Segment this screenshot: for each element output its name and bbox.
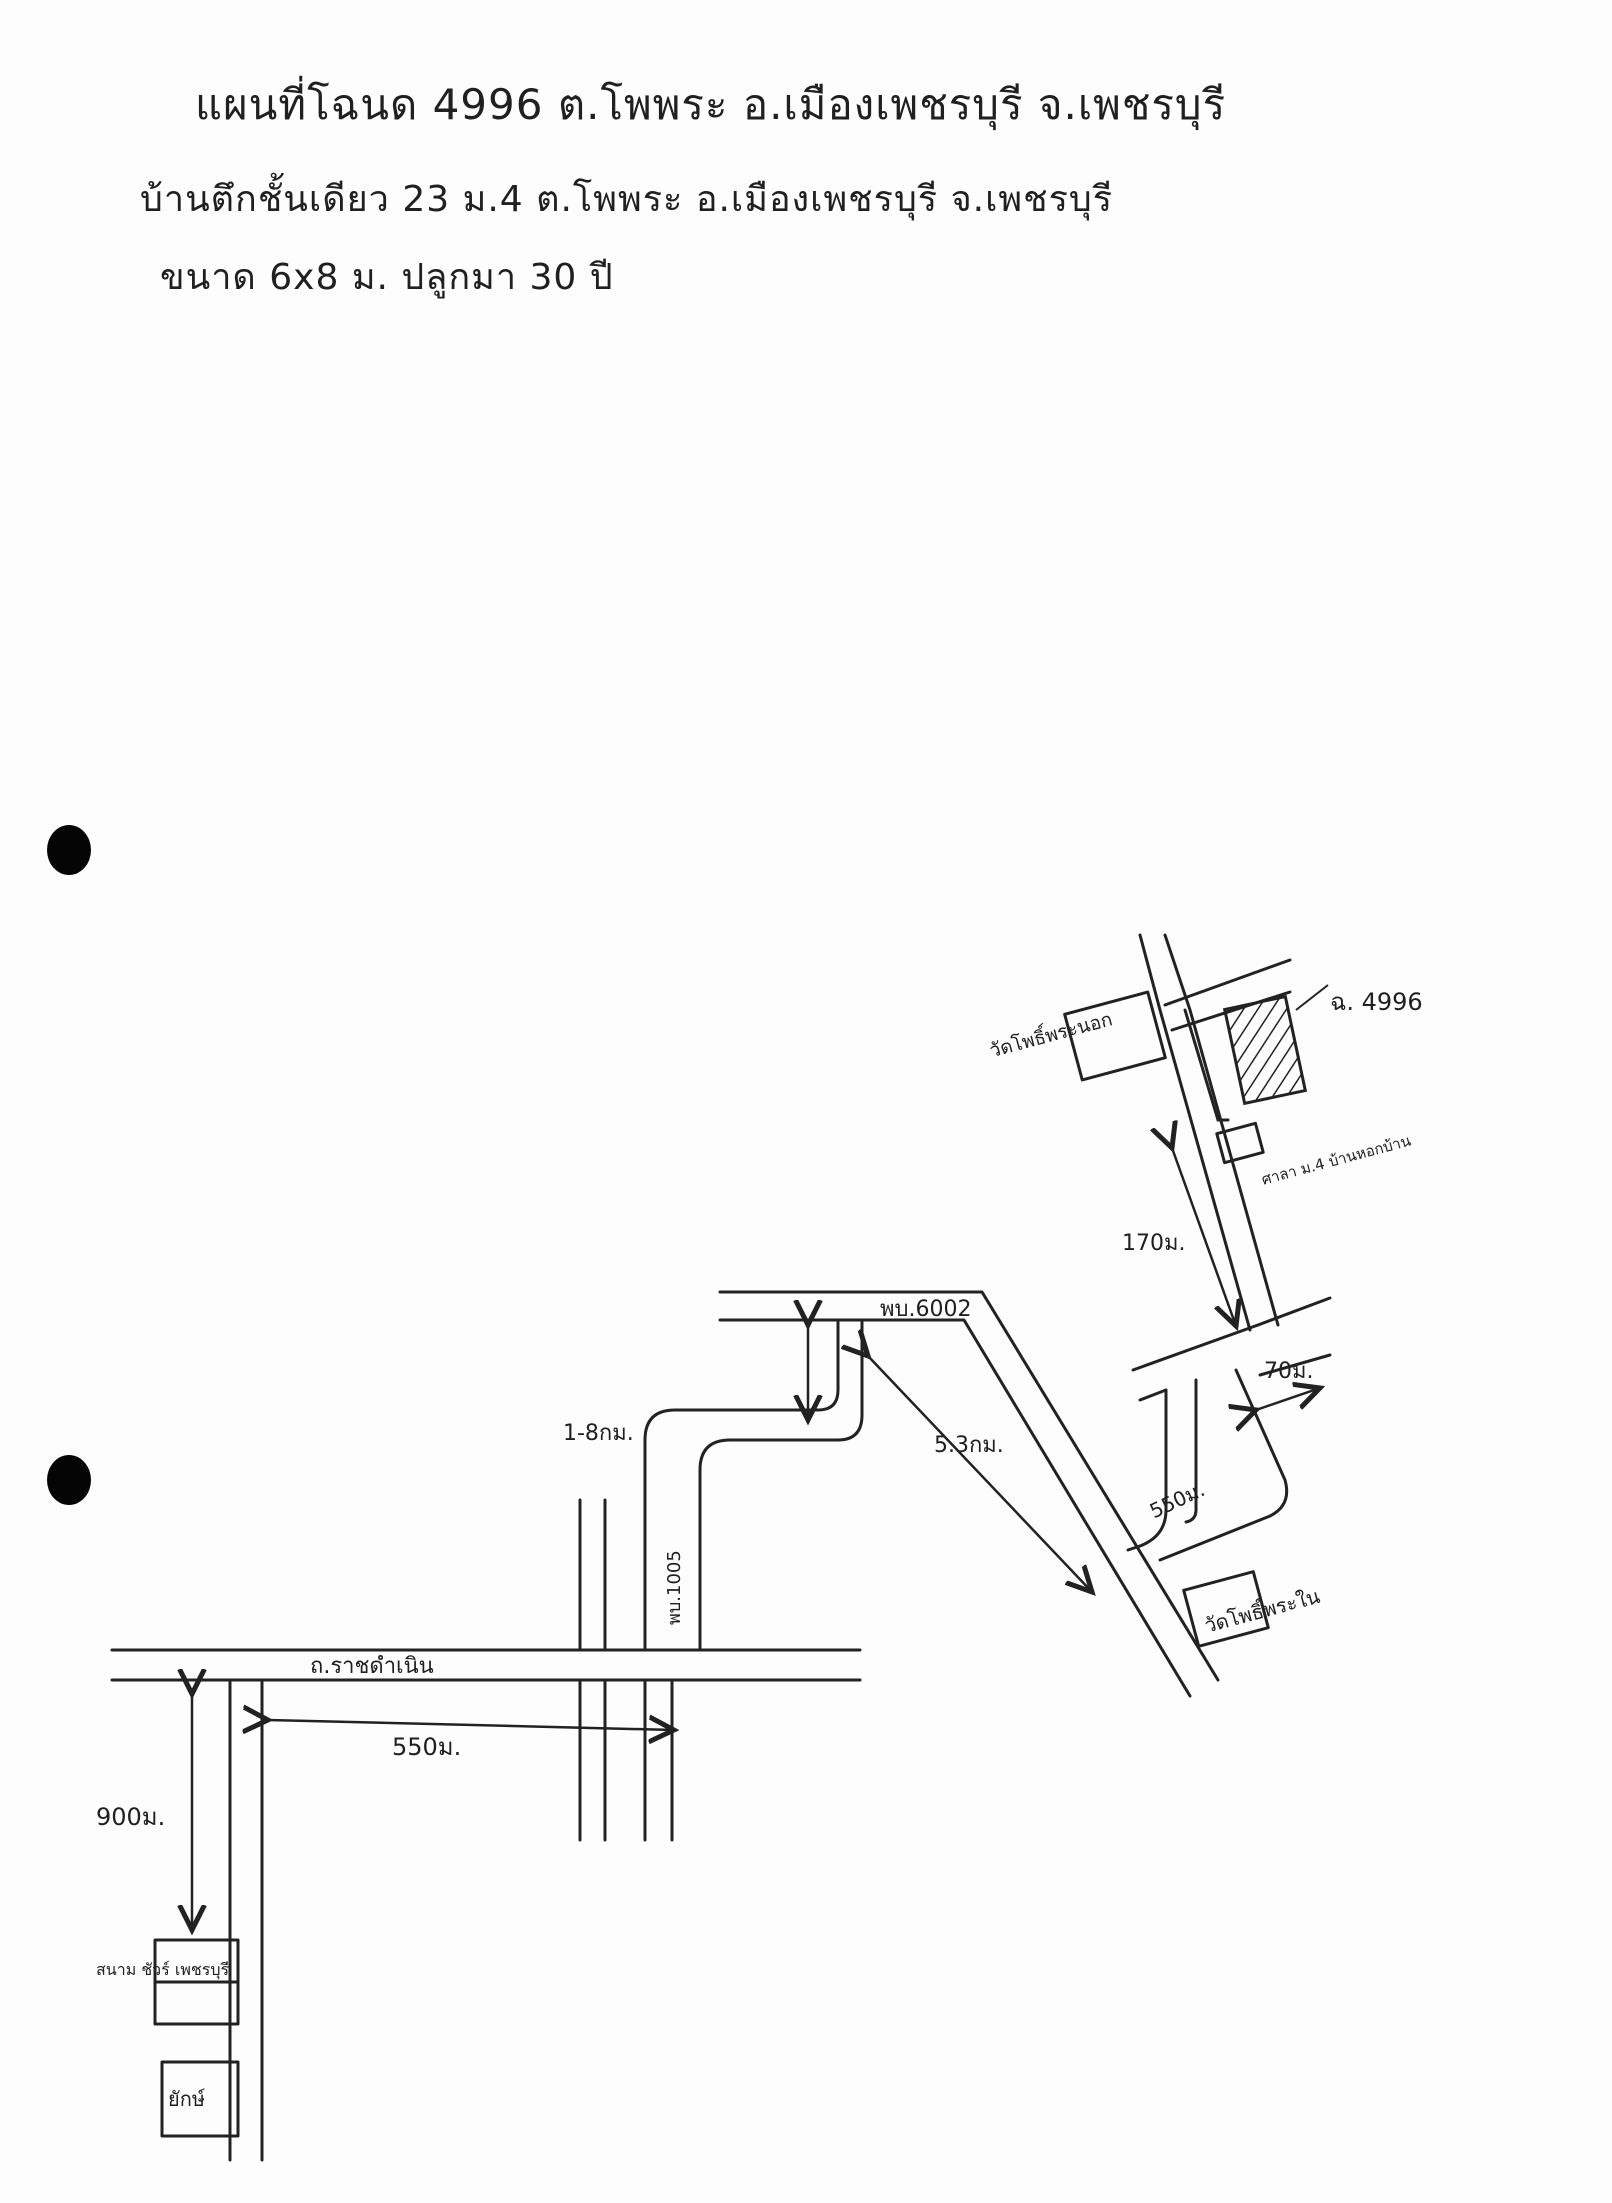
temple-north-label: วัดโพธิ์พระนอก <box>986 1004 1115 1062</box>
branch-road-south-stub-a <box>1138 1388 1168 1402</box>
north-side-lane-a <box>1163 958 1292 1007</box>
dist-70-arrow <box>1256 1388 1320 1410</box>
dist-170-arrow <box>1172 1148 1236 1326</box>
dist-550-main-arrow <box>268 1720 674 1730</box>
deed-label-leader <box>1295 984 1329 1011</box>
branch-road-inner-east <box>1158 1368 1289 1562</box>
dist-53km-label: 5.3กม. <box>934 1433 1004 1458</box>
park-box-b <box>153 1980 240 2026</box>
header-house-size: ขนาด 6x8 ม. ปลูกมา 30 ปี <box>160 257 614 298</box>
yak-box <box>160 2060 240 2138</box>
dist-900-label: 900ม. <box>96 1803 165 1831</box>
deed-4996-plot <box>1222 994 1308 1106</box>
branch-road-north-edge <box>1131 1323 1260 1372</box>
header-title: แผนที่โฉนด 4996 ต.โพพระ อ.เมืองเพชรบุรี … <box>195 80 1227 129</box>
punch-hole-bottom <box>47 1455 91 1505</box>
dist-18km-label: 1-8กม. <box>563 1421 634 1446</box>
branch-road-mid <box>1184 1378 1198 1524</box>
north-road-east-edge <box>1163 933 1280 1327</box>
road-1005-west-edge <box>643 1318 840 1652</box>
dist-53km-arrow <box>868 1356 1092 1592</box>
village-office-label: ศาลา ม.4 บ้านหอกบ้าน <box>1260 1132 1413 1189</box>
road-ratchadamnoen-label: ถ.ราชดำเนิน <box>310 1654 434 1679</box>
temple-south-box <box>1182 1570 1270 1648</box>
dist-550-main-label: 550ม. <box>392 1733 461 1761</box>
branch-road-inner-west <box>1126 1388 1168 1552</box>
road-6002-north-edge <box>718 1290 1220 1682</box>
dist-70-label: 70ม. <box>1264 1359 1314 1384</box>
road-6002-south-edge <box>860 1318 1192 1698</box>
deed-4996-label: ฉ. 4996 <box>1330 988 1423 1016</box>
road-1005-label: พบ.1005 <box>664 1550 685 1625</box>
header-house-description: บ้านตึกชั้นเดียว 23 ม.4 ต.โพพระ อ.เมืองเ… <box>140 179 1114 220</box>
yak-box-label: ยักษ์ <box>168 2087 205 2111</box>
branch-road-east-ext <box>1256 1296 1332 1327</box>
branch-road-east-ext-b <box>1258 1353 1332 1377</box>
dist-550-bend-label: 550ม. <box>1146 1477 1208 1523</box>
dist-170-label: 170ม. <box>1122 1231 1186 1256</box>
temple-north-box <box>1063 990 1167 1082</box>
deed-plot-left-edge <box>1183 1008 1220 1122</box>
punch-hole-top <box>47 825 91 875</box>
road-6002-label: พบ.6002 <box>880 1297 971 1322</box>
park-label: สนาม ชัวร์ เพชรบุรี <box>96 1960 229 1980</box>
